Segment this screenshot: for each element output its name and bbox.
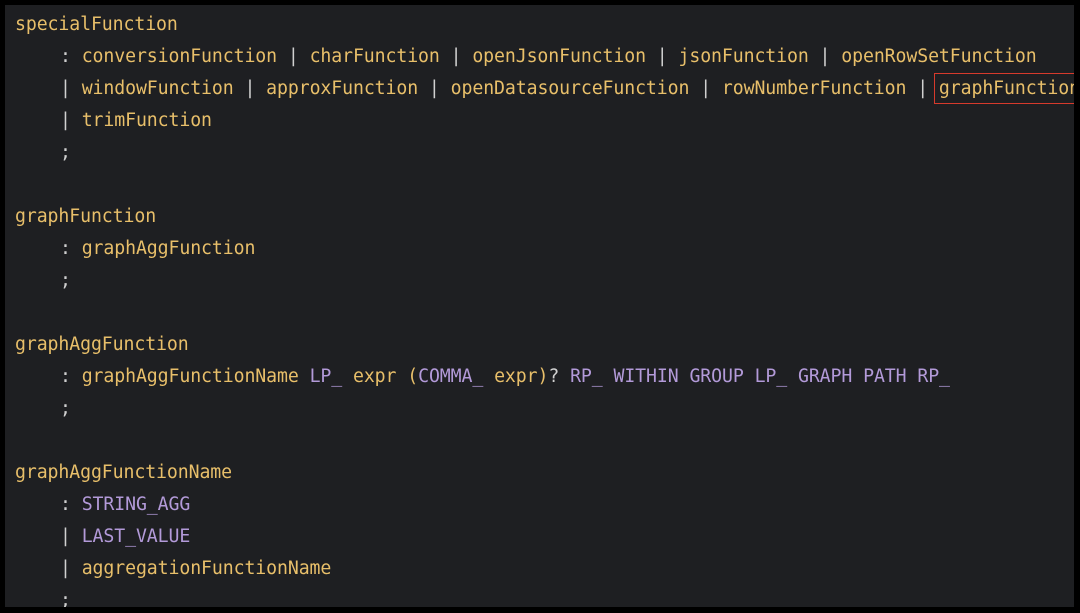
terminal-token: RP_: [917, 366, 950, 387]
rule-reference: approxFunction: [266, 78, 419, 99]
operator-token: [603, 366, 614, 387]
rule-body-line: ;: [15, 585, 1074, 607]
operator-token: ;: [60, 142, 71, 163]
operator-token: |: [60, 526, 82, 547]
rule-body-line: ;: [15, 137, 1074, 169]
rule-name: graphFunction: [15, 206, 157, 227]
blank-line: [15, 297, 1074, 329]
optional-operator: ?: [548, 366, 560, 387]
paren-token: (: [407, 366, 419, 387]
highlighted-rule-reference: graphFunction: [933, 73, 1074, 104]
operator-token: [907, 366, 918, 387]
rule-reference: charFunction: [309, 46, 440, 67]
rule-reference: graphAggFunctionName: [81, 366, 299, 387]
operator-token: |: [689, 78, 722, 99]
rule-body-line: : graphAggFunctionName LP_ expr (COMMA_ …: [15, 361, 1074, 393]
operator-token: |: [645, 46, 679, 67]
rule-header-line: graphFunction: [15, 201, 1074, 233]
terminal-token: LAST_VALUE: [81, 526, 191, 547]
terminal-token: RP_: [570, 366, 603, 387]
operator-token: [852, 366, 863, 387]
terminal-token: LP_: [309, 366, 343, 387]
rule-body-line: | windowFunction | approxFunction | open…: [15, 73, 1074, 105]
rule-reference: graphAggFunction: [81, 238, 256, 259]
rule-header-line: graphAggFunctionName: [15, 457, 1074, 489]
rule-reference: trimFunction: [81, 110, 212, 131]
operator-token: [559, 366, 570, 387]
terminal-token: GROUP: [689, 366, 744, 387]
rule-reference: openJsonFunction: [472, 46, 646, 67]
terminal-token: PATH: [863, 366, 907, 387]
operator-token: |: [418, 78, 451, 99]
operator-token: :: [60, 494, 82, 515]
rule-reference: windowFunction: [81, 78, 234, 99]
blank-line: [15, 169, 1074, 201]
rule-reference: openDatasourceFunction: [450, 78, 690, 99]
rule-reference: rowNumberFunction: [721, 78, 907, 99]
blank-line: [15, 425, 1074, 457]
operator-token: |: [60, 558, 82, 579]
rule-body-line: | trimFunction: [15, 105, 1074, 137]
rule-body-line: | aggregationFunctionName: [15, 553, 1074, 585]
operator-token: ;: [60, 398, 71, 419]
operator-token: |: [277, 46, 310, 67]
rule-reference: expr: [352, 366, 397, 387]
operator-token: [299, 366, 310, 387]
operator-token: :: [60, 46, 82, 67]
terminal-token: GRAPH: [797, 366, 853, 387]
rule-reference: jsonFunction: [678, 46, 809, 67]
rule-name: specialFunction: [15, 14, 178, 35]
operator-token: [342, 366, 353, 387]
rule-body-line: ;: [15, 393, 1074, 425]
paren-token: ): [537, 366, 549, 387]
operator-token: [787, 366, 798, 387]
terminal-token: WITHIN: [613, 366, 679, 387]
rule-reference: expr: [494, 366, 538, 387]
rule-body-line: ;: [15, 265, 1074, 297]
operator-token: ;: [60, 270, 71, 291]
rule-name: graphAggFunction: [15, 334, 189, 355]
terminal-token: COMMA_: [418, 366, 484, 387]
terminal-token: LP_: [754, 366, 788, 387]
code-editor[interactable]: specialFunction: conversionFunction | ch…: [5, 5, 1074, 607]
operator-token: |: [439, 46, 473, 67]
operator-token: |: [233, 78, 267, 99]
rule-header-line: graphAggFunction: [15, 329, 1074, 361]
rule-reference: aggregationFunctionName: [81, 558, 332, 579]
operator-token: :: [60, 366, 82, 387]
operator-token: |: [906, 78, 939, 99]
operator-token: [483, 366, 494, 387]
operator-token: [679, 366, 690, 387]
operator-token: :: [60, 238, 82, 259]
operator-token: [744, 366, 755, 387]
grammar-code: specialFunction: conversionFunction | ch…: [15, 9, 1074, 607]
rule-body-line: : conversionFunction | charFunction | op…: [15, 41, 1074, 73]
operator-token: [396, 366, 407, 387]
rule-name: graphAggFunctionName: [15, 462, 232, 483]
operator-token: |: [808, 46, 842, 67]
rule-body-line: | LAST_VALUE: [15, 521, 1074, 553]
rule-reference: conversionFunction: [81, 46, 277, 67]
terminal-token: STRING_AGG: [81, 494, 191, 515]
operator-token: ;: [60, 590, 71, 607]
rule-reference: openRowSetFunction: [841, 46, 1037, 67]
operator-token: |: [60, 110, 82, 131]
rule-body-line: : graphAggFunction: [15, 233, 1074, 265]
rule-header-line: specialFunction: [15, 9, 1074, 41]
rule-body-line: : STRING_AGG: [15, 489, 1074, 521]
operator-token: |: [60, 78, 82, 99]
